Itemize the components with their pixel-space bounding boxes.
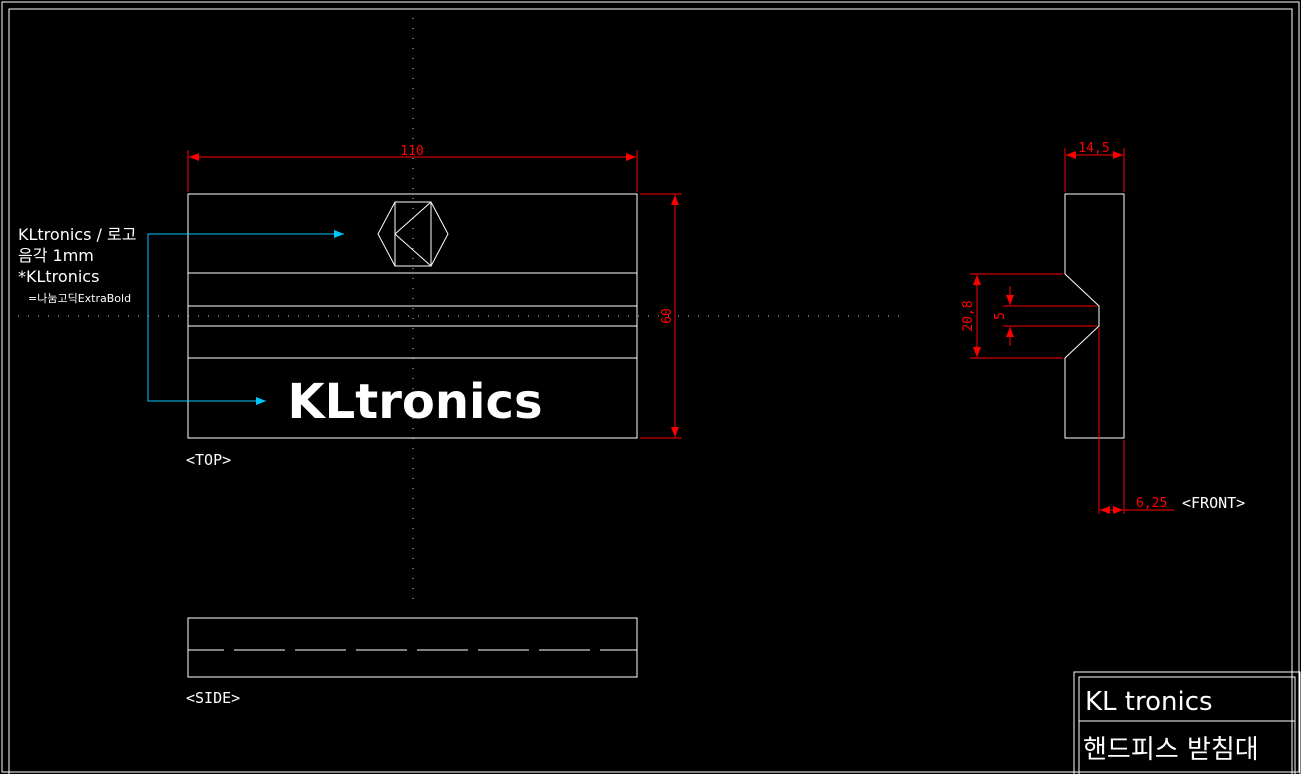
dimension-groove-depth[interactable]: 5 <box>993 286 1097 346</box>
dimension-groove-height[interactable]: 20,8 <box>961 273 1063 359</box>
dimension-top-width[interactable]: 110 <box>187 144 638 192</box>
front-view[interactable] <box>1064 193 1125 439</box>
dimension-top-width-value: 110 <box>400 144 423 159</box>
title-block[interactable] <box>1073 671 1301 774</box>
note-line-1: KLtronics / 로고 <box>18 225 136 244</box>
top-view <box>187 193 638 439</box>
title-block-company: KL tronics <box>1085 687 1213 717</box>
note-line-3: *KLtronics <box>18 267 99 286</box>
dimension-front-width-value: 14,5 <box>1078 141 1109 156</box>
title-block-outer <box>1073 671 1301 774</box>
inner-border <box>8 8 1293 774</box>
side-view[interactable] <box>187 617 638 678</box>
leader-lines <box>147 230 344 405</box>
dimension-offset-value: 6,25 <box>1136 496 1167 511</box>
logo-icon[interactable] <box>377 201 449 267</box>
dimension-groove-depth-value: 5 <box>993 312 1008 320</box>
leader-to-logo <box>147 230 344 240</box>
annotation-note[interactable]: KLtronics / 로고 음각 1mm *KLtronics =나눔고딕Ex… <box>18 225 136 305</box>
front-view-label: <FRONT> <box>1182 494 1245 512</box>
top-view-outline[interactable] <box>187 193 638 439</box>
note-line-4: =나눔고딕ExtraBold <box>28 292 131 305</box>
front-view-outline <box>1064 193 1125 439</box>
side-view-outline <box>187 617 638 678</box>
dimension-front-width[interactable]: 14,5 <box>1064 141 1125 192</box>
title-block-inner <box>1078 676 1296 774</box>
logo-text: KLtronics <box>287 374 542 430</box>
title-block-part-name: 핸드피스 받침대 <box>1083 735 1259 765</box>
side-view-label: <SIDE> <box>186 689 240 707</box>
dimension-groove-height-value: 20,8 <box>961 300 976 331</box>
dimension-offset[interactable]: 6,25 <box>1098 328 1174 514</box>
dimension-top-height-value: 60 <box>660 308 675 324</box>
leader-to-text <box>147 240 266 405</box>
dimension-top-height[interactable]: 60 <box>640 193 682 439</box>
note-line-2: 음각 1mm <box>18 246 94 265</box>
top-view-label: <TOP> <box>186 451 231 469</box>
